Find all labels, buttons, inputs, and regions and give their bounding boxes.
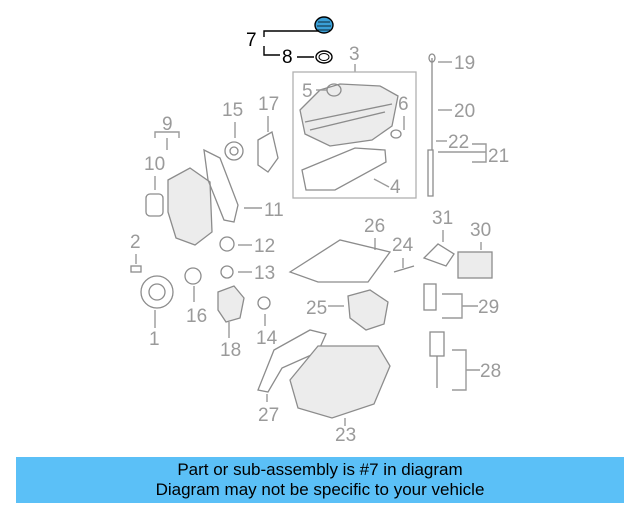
parts-diagram: 7 8 3 4 5 6 19 20 bbox=[130, 16, 509, 446]
callout-18: 18 bbox=[220, 340, 241, 361]
callout-25: 25 bbox=[306, 298, 327, 319]
callout-27: 27 bbox=[258, 405, 279, 426]
callout-16: 16 bbox=[186, 306, 207, 327]
callout-31: 31 bbox=[432, 208, 453, 229]
callout-28: 28 bbox=[480, 361, 501, 382]
part-4-group[interactable]: 4 bbox=[301, 147, 401, 198]
callout-4: 4 bbox=[390, 177, 401, 198]
part-2-group[interactable]: 2 bbox=[130, 232, 142, 273]
part-29-group[interactable]: 29 bbox=[423, 283, 499, 319]
callout-7: 7 bbox=[246, 30, 257, 51]
part-24-group[interactable]: 24 bbox=[392, 235, 415, 273]
callout-8: 8 bbox=[282, 47, 293, 68]
part-19-group[interactable]: 19 bbox=[428, 53, 475, 150]
part-20-group[interactable]: 20 bbox=[438, 101, 475, 122]
part-15-group[interactable]: 15 bbox=[222, 100, 244, 161]
part-14-group[interactable]: 14 bbox=[256, 296, 278, 349]
callout-20: 20 bbox=[454, 101, 475, 122]
callout-24: 24 bbox=[392, 235, 414, 256]
callout-26: 26 bbox=[364, 216, 385, 237]
callout-30: 30 bbox=[470, 220, 491, 241]
callout-13: 13 bbox=[254, 263, 275, 284]
callout-17: 17 bbox=[258, 94, 279, 115]
part-8-group[interactable]: 8 bbox=[282, 47, 333, 68]
callout-14: 14 bbox=[256, 328, 278, 349]
part-5-group[interactable]: 5 bbox=[302, 81, 342, 102]
part-26-group[interactable]: 26 bbox=[288, 216, 392, 283]
part-10-group[interactable]: 10 bbox=[144, 154, 165, 217]
callout-19: 19 bbox=[454, 53, 475, 74]
exploded-engine-diagram: 7 8 3 4 5 6 19 20 bbox=[130, 16, 509, 446]
part-6-group[interactable]: 6 bbox=[390, 94, 409, 139]
callout-21: 21 bbox=[488, 146, 509, 167]
cap-part-icon bbox=[314, 16, 334, 34]
part-11-group[interactable]: 11 bbox=[203, 148, 284, 223]
callout-10: 10 bbox=[144, 154, 165, 175]
callout-9: 9 bbox=[162, 114, 173, 135]
part-25-group[interactable]: 25 bbox=[306, 289, 389, 331]
callout-3: 3 bbox=[349, 44, 360, 65]
callout-1: 1 bbox=[149, 329, 160, 350]
part-27-group[interactable]: 27 bbox=[257, 329, 327, 426]
callout-15: 15 bbox=[222, 100, 243, 121]
callout-22: 22 bbox=[448, 132, 469, 153]
callout-6: 6 bbox=[398, 94, 409, 115]
part-16-group[interactable]: 16 bbox=[184, 267, 207, 327]
banner-line-1: Part or sub-assembly is #7 in diagram bbox=[177, 460, 463, 479]
seal-ring-icon bbox=[315, 50, 333, 64]
part-31-group[interactable]: 31 bbox=[422, 208, 455, 267]
part-21-group[interactable]: 21 bbox=[427, 143, 509, 197]
part-28-group[interactable]: 28 bbox=[429, 331, 501, 391]
part-12-group[interactable]: 12 bbox=[219, 236, 275, 257]
part-9-group[interactable]: 9 bbox=[154, 114, 213, 246]
callout-5: 5 bbox=[302, 81, 313, 102]
part-7-group[interactable]: 7 bbox=[246, 16, 334, 56]
info-banner: Part or sub-assembly is #7 in diagram Di… bbox=[16, 457, 624, 503]
part-17-group[interactable]: 17 bbox=[257, 94, 279, 173]
callout-29: 29 bbox=[478, 297, 499, 318]
callout-12: 12 bbox=[254, 236, 275, 257]
callout-2: 2 bbox=[130, 232, 141, 253]
part-30-group[interactable]: 30 bbox=[457, 220, 493, 279]
callout-23: 23 bbox=[335, 425, 356, 446]
part-13-group[interactable]: 13 bbox=[220, 263, 275, 284]
part-22-group[interactable]: 22 bbox=[436, 132, 469, 153]
part-1-group[interactable]: 1 bbox=[140, 275, 174, 350]
part-3-group[interactable]: 3 bbox=[292, 44, 417, 199]
callout-11: 11 bbox=[264, 200, 284, 221]
part-18-group[interactable]: 18 bbox=[217, 285, 245, 361]
part-23-group[interactable]: 23 bbox=[289, 345, 391, 446]
banner-line-2: Diagram may not be specific to your vehi… bbox=[155, 480, 485, 499]
